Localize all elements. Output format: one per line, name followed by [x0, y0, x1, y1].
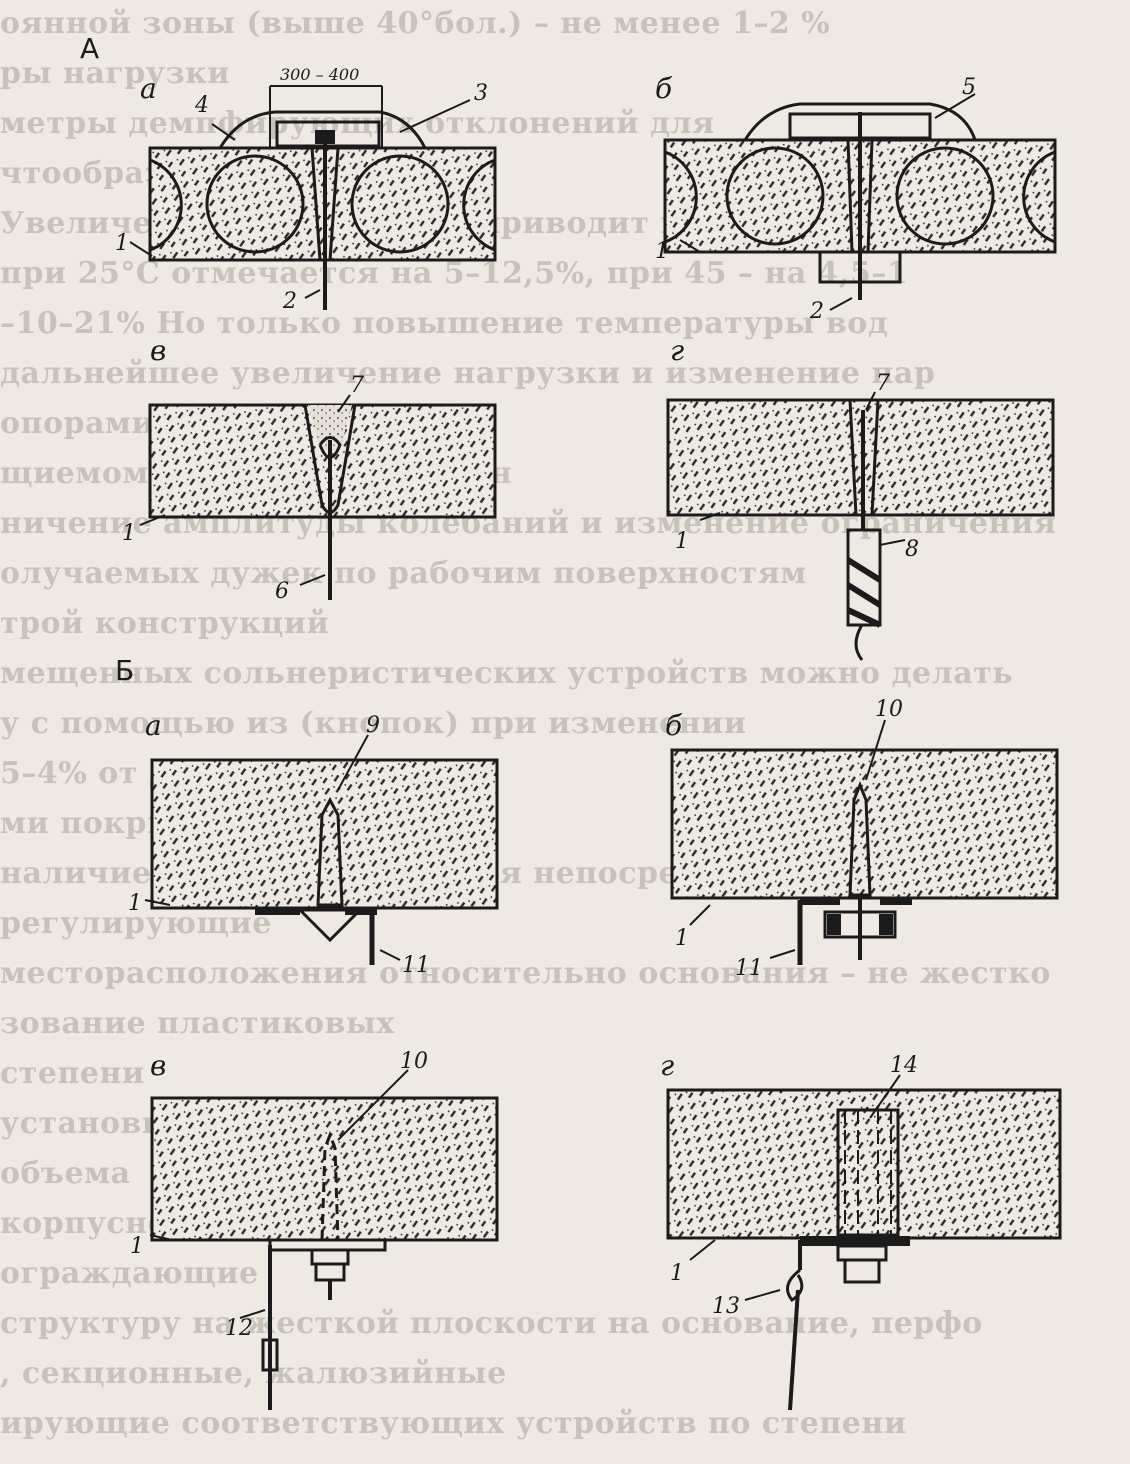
callout-1-g: 1 — [675, 529, 689, 554]
panel-b-g: г 14 1 13 — [660, 1049, 1062, 1411]
section-a-heading: А — [80, 32, 99, 65]
callout-6: 6 — [275, 579, 289, 604]
background-text-line: трой конструкций — [0, 606, 330, 641]
background-text-line: дальнейшее увеличение нагрузки и изменен… — [0, 356, 936, 391]
callout-7: 7 — [350, 373, 364, 398]
callout-1-v: 1 — [122, 521, 136, 546]
callout-13: 13 — [712, 1294, 740, 1319]
callout-1-b: 1 — [655, 239, 669, 264]
callout-1-ba: 1 — [128, 891, 142, 916]
callout-1-bb: 1 — [675, 926, 689, 951]
callout-7-g: 7 — [876, 371, 890, 396]
panel-b-v: в 10 1 12 — [130, 1049, 499, 1410]
callout-2: 2 — [282, 289, 297, 314]
background-text-line: зование пластиковых — [0, 1006, 395, 1041]
callout-10: 10 — [875, 697, 903, 722]
panel-label-b-a: а — [145, 709, 162, 742]
panel-label-g: г — [670, 334, 684, 367]
background-text-line: регулирующие — [0, 906, 272, 941]
background-text-line: степени — [0, 1056, 145, 1091]
callout-10-bv: 10 — [400, 1049, 428, 1074]
background-text-line: ограждающие — [0, 1256, 259, 1291]
background-text-line: , секционные, жалюзийные — [0, 1356, 507, 1391]
background-text-line: мещенных сольнеристических устройств мож… — [0, 656, 1014, 691]
panel-b-b: б 10 1 11 — [665, 697, 1059, 981]
callout-9: 9 — [366, 713, 380, 738]
panel-a-a: а 300 – 400 4 3 1 2 — [115, 65, 497, 314]
callout-14: 14 — [890, 1053, 918, 1078]
callout-1-bv: 1 — [130, 1234, 144, 1259]
panel-label-b-g: г — [660, 1049, 674, 1082]
background-text-line: оянной зоны (выше 40°бол.) – не менее 1–… — [0, 6, 831, 41]
background-text-line: олучаемых дужек по рабочим поверхностям — [0, 556, 807, 591]
panel-label-b-v: в — [150, 1049, 166, 1082]
callout-3: 3 — [474, 81, 488, 106]
callout-4: 4 — [194, 93, 209, 118]
callout-1-bg: 1 — [670, 1261, 684, 1286]
panel-a-v: в 7 1 6 — [122, 334, 497, 604]
callout-2-b: 2 — [809, 299, 824, 324]
callout-5: 5 — [962, 75, 976, 100]
panel-label-b-b: б — [665, 709, 683, 742]
background-text-line: при 25°С отмечается на 5–12,5%, при 45 –… — [0, 256, 909, 291]
dimension-label: 300 – 400 — [280, 65, 359, 84]
section-b-heading: Б — [115, 654, 134, 687]
panel-label-v: в — [150, 334, 166, 367]
background-text-line: месторасположения относительно основания… — [0, 956, 1051, 991]
background-text-line: объема — [0, 1156, 131, 1191]
background-text-line: структуру на жесткой плоскости на основа… — [0, 1306, 983, 1341]
callout-11: 11 — [402, 953, 430, 978]
panel-b-a: а 9 1 11 — [128, 709, 499, 978]
background-text-line: –10–21% Но только повышение температуры … — [0, 306, 889, 341]
panel-a-g: г 7 8 1 — [666, 334, 1055, 661]
panel-label-a: а — [140, 72, 157, 105]
callout-11-b: 11 — [735, 956, 763, 981]
panel-a-b: б 5 1 2 — [655, 72, 1057, 324]
background-text-line: ры нагрузки — [0, 56, 231, 91]
callout-1: 1 — [115, 231, 129, 256]
background-text-line: ирующие соответствующих устройств по сте… — [0, 1406, 907, 1441]
background-text-line: опорами — [0, 406, 155, 441]
callout-12: 12 — [225, 1316, 253, 1341]
panel-label-b: б — [655, 72, 673, 105]
callout-8: 8 — [905, 537, 919, 562]
background-text-line: у с помощью из (кнопок) при изменении — [0, 706, 747, 741]
